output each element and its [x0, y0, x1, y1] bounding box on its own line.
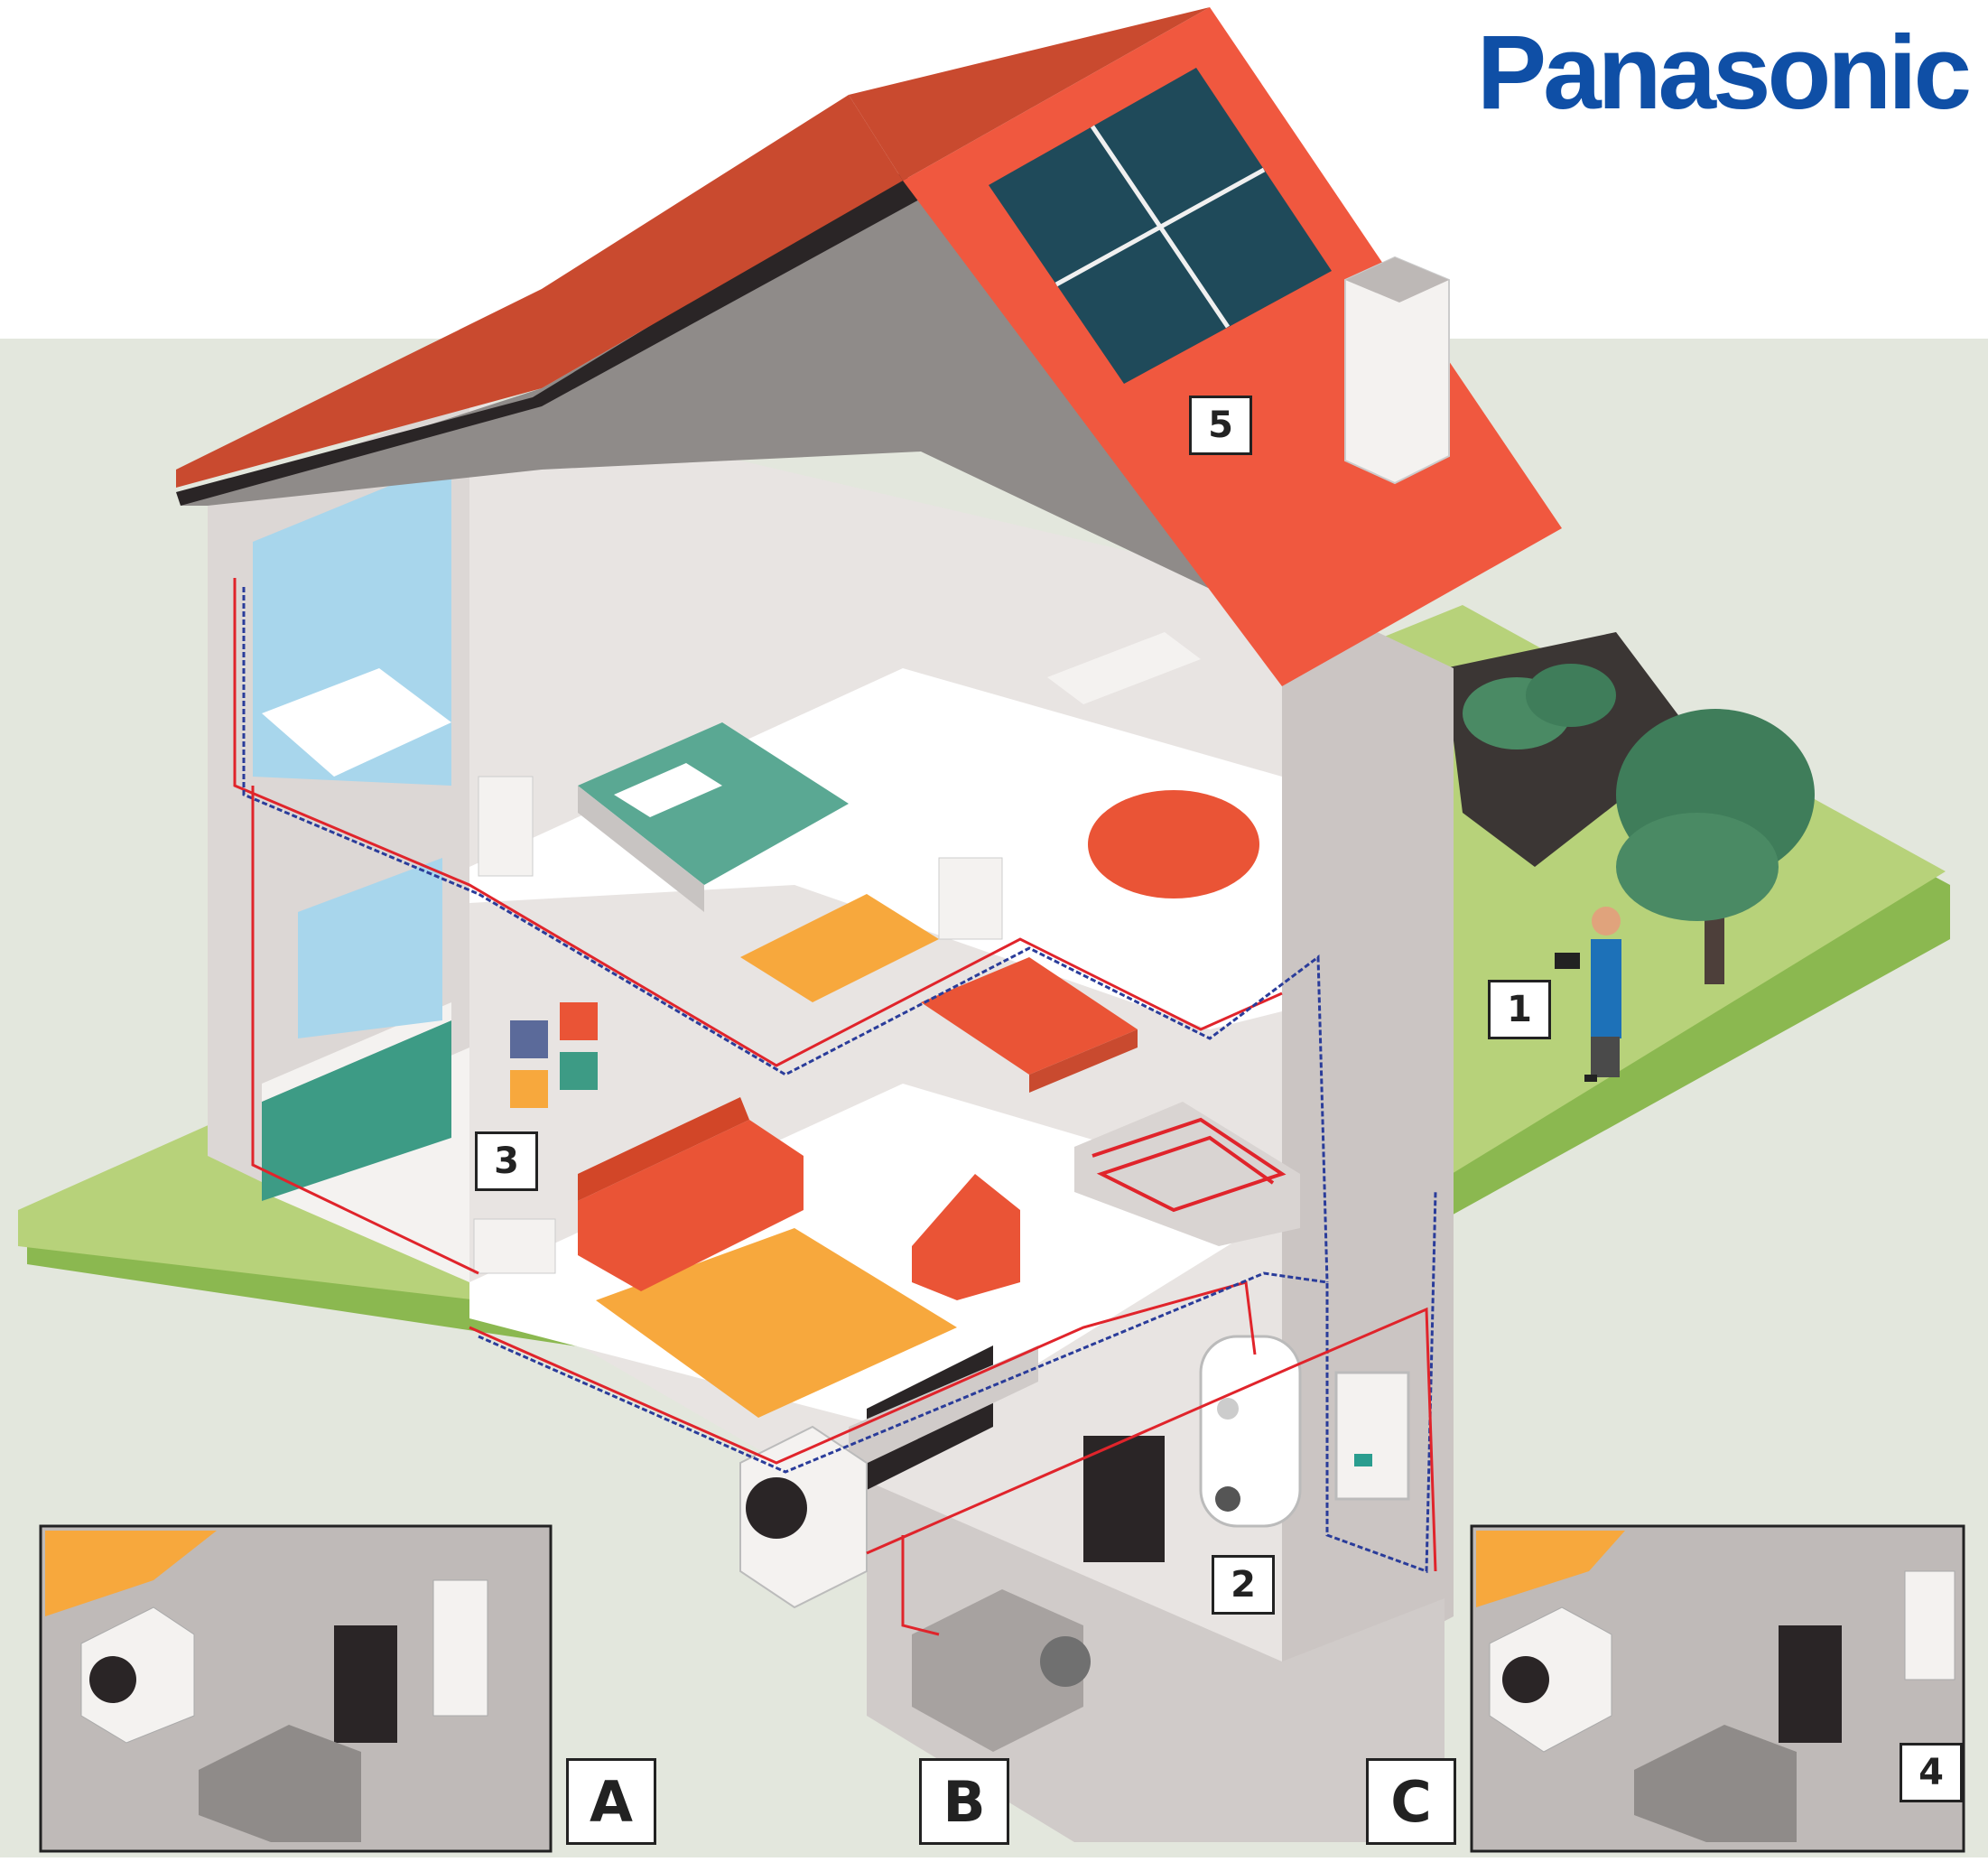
callout-5: 5 [1189, 396, 1252, 455]
solar-panel-icon [989, 68, 1332, 384]
callout-a: A [566, 1758, 656, 1845]
chimney [1344, 256, 1450, 485]
kitchen-window [298, 858, 442, 1038]
callout-4: 4 [1900, 1743, 1963, 1802]
kitchen-counter [262, 1002, 451, 1201]
bed [578, 722, 849, 912]
callout-b: B [919, 1758, 1009, 1845]
basement-wall [867, 1481, 1445, 1842]
pipes [233, 578, 1437, 1636]
attic-interior [181, 181, 1282, 623]
radiator-icon-2 [938, 857, 1003, 940]
hot-water-tank-icon [1199, 1335, 1302, 1528]
dining-table [921, 957, 1138, 1093]
living-rug [596, 1228, 957, 1418]
heat-pump-outdoor-unit-icon [739, 1425, 868, 1609]
fan-coil-icon [473, 1218, 556, 1274]
wall-art [510, 1002, 598, 1108]
tablet-icon [1555, 953, 1580, 969]
basement-door [1083, 1436, 1165, 1562]
laundry [912, 1436, 1165, 1752]
brand-logo: Panasonic [1476, 14, 1972, 131]
round-table [1088, 790, 1259, 898]
desk [1047, 632, 1201, 704]
person-with-tablet [1555, 907, 1621, 1082]
callout-1: 1 [1488, 980, 1551, 1039]
bedroom-rug [740, 894, 939, 1002]
callout-c: C [1366, 1758, 1456, 1845]
callout-3: 3 [475, 1131, 538, 1191]
radiator-icon [478, 776, 534, 877]
indoor-unit-icon [1334, 1371, 1410, 1501]
bathtub [262, 668, 451, 777]
callout-2: 2 [1212, 1555, 1275, 1615]
sofa [578, 1097, 804, 1291]
inset-panel-a [39, 1524, 553, 1853]
underfloor-heating-icon [1074, 1102, 1300, 1246]
armchair [912, 1174, 1020, 1300]
tree [1463, 664, 1815, 984]
inset-panel-c [1470, 1524, 1965, 1853]
